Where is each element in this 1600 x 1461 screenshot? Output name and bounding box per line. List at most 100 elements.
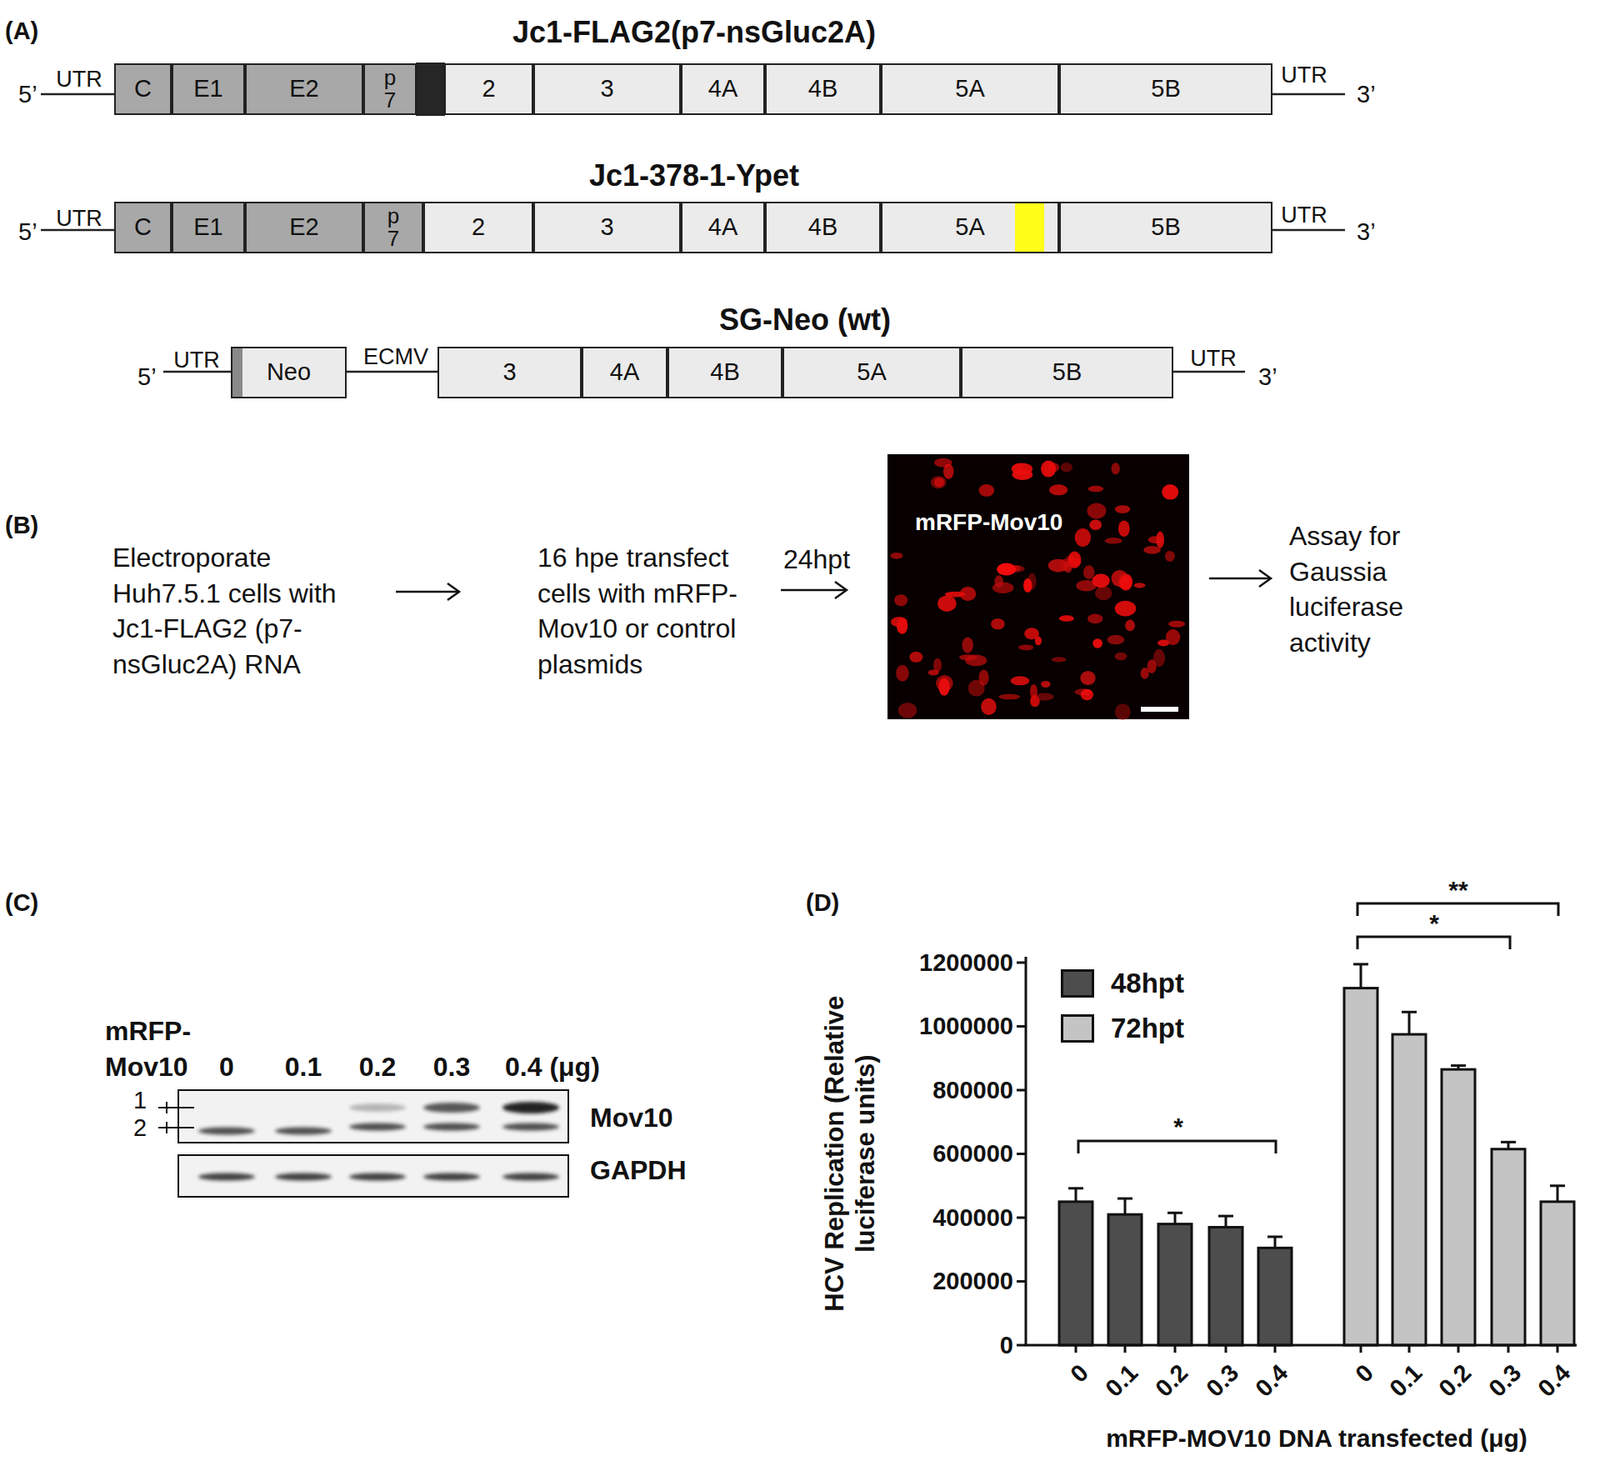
red-cell (1089, 520, 1102, 530)
gene-box: E1 (171, 201, 245, 254)
utr-label: UTR (1280, 201, 1328, 229)
gene-label: 4B (710, 358, 740, 386)
gene-label: 3 (600, 213, 614, 241)
red-cell (1010, 675, 1030, 685)
protein-band (423, 1173, 480, 1181)
axis-tick (1016, 1344, 1026, 1347)
error-bar (1124, 1198, 1127, 1215)
error-bar (1075, 1188, 1078, 1202)
axis-tick (1016, 1216, 1026, 1220)
error-cap (1401, 1010, 1417, 1014)
end-label: 5’ (137, 362, 157, 392)
gene-box: 4B (667, 346, 783, 399)
legend-label: 72hpt (1110, 1011, 1185, 1045)
gene-box: 5B (1059, 63, 1273, 115)
gene-label: 4A (610, 358, 640, 386)
bar (1258, 1247, 1292, 1345)
red-cell (996, 563, 1016, 576)
gene-label: 4B (808, 213, 838, 241)
utr-line (1272, 93, 1345, 96)
axis-tick (1016, 1280, 1026, 1283)
protein-band (502, 1101, 560, 1114)
panel-letter: (C) (5, 888, 39, 918)
red-cell (1048, 462, 1060, 472)
protein-band (275, 1173, 332, 1181)
gene-label: 5A (856, 358, 886, 386)
image-label: mRFP-Mov10 (915, 508, 1063, 537)
error-cap (1267, 1235, 1283, 1238)
red-cell (894, 594, 908, 606)
bar (1059, 1201, 1093, 1345)
flow-arrow (1209, 577, 1270, 580)
red-cell (1091, 573, 1110, 588)
gene-label: 3 (502, 358, 516, 386)
red-cell (1018, 645, 1034, 651)
panel-letter: (A) (5, 16, 39, 46)
red-cell (1111, 462, 1120, 475)
tick-label: 0.4 (1531, 1358, 1576, 1403)
error-bar (1274, 1236, 1277, 1248)
gene-box: 5B (1059, 201, 1273, 254)
error-cap (1117, 1197, 1133, 1200)
gene-label: 5A (955, 213, 985, 241)
gene-box: 4A (680, 201, 765, 254)
blot-strip (178, 1155, 569, 1197)
red-cell (1060, 462, 1073, 472)
tick-label: 0 (1000, 1330, 1014, 1360)
x-axis (1025, 1344, 1577, 1347)
error-bar (1360, 964, 1363, 989)
gene-label: 2 (471, 213, 485, 241)
red-cell (1147, 659, 1157, 674)
utr-line (40, 93, 115, 96)
axis-tick (1016, 1089, 1026, 1092)
blot-strip (178, 1090, 569, 1143)
tick-label: 400000 (932, 1203, 1014, 1233)
red-cell (1148, 535, 1165, 544)
gene-box: p7 (363, 63, 417, 115)
utr-label: UTR (1280, 61, 1328, 89)
flow-arrow (395, 590, 458, 594)
gene-box: p7 (363, 201, 424, 254)
red-cell (1064, 560, 1073, 573)
red-cell (1125, 620, 1135, 632)
legend-label: 48hpt (1110, 966, 1185, 1000)
red-cell (994, 575, 1004, 588)
gene-box: 3 (533, 63, 681, 115)
tick-label: 0 (1349, 1358, 1380, 1389)
gene-label: C (134, 213, 152, 241)
ires-label: ECMV (363, 343, 429, 370)
significance-star: * (1173, 1111, 1184, 1142)
tick-label: 800000 (932, 1075, 1014, 1105)
significance-bracket (1078, 1140, 1276, 1154)
gene-label: 5B (1052, 358, 1082, 386)
red-cell (1095, 585, 1113, 600)
bar (1108, 1214, 1142, 1345)
red-cell (1104, 537, 1122, 545)
time-label: 24hpt (783, 543, 850, 575)
error-cap (1068, 1186, 1084, 1190)
axis-title: HCV Replication (Relative luciferase uni… (819, 994, 881, 1314)
arrow-head (447, 583, 460, 600)
flow-arrow (780, 589, 845, 592)
gene-label: E2 (289, 213, 319, 241)
tick-label: 0.1 (1099, 1358, 1144, 1403)
significance-star: ** (1448, 875, 1468, 905)
lane-label: 0.3 (433, 1050, 470, 1083)
axis-tick (1016, 1025, 1026, 1028)
red-cell (930, 475, 947, 489)
gene-box: 3 (437, 346, 582, 399)
tick-label: 0.2 (1149, 1358, 1194, 1403)
gene-label: 3 (600, 75, 614, 103)
red-cell (938, 678, 950, 696)
arrow-head (835, 581, 847, 599)
gene-box: E1 (171, 63, 245, 115)
red-cell (998, 694, 1020, 700)
protein-band (349, 1173, 406, 1181)
panel-letter: (D) (805, 888, 840, 918)
end-label: 5’ (18, 217, 38, 247)
error-cap (1167, 1211, 1183, 1215)
red-cell (1023, 578, 1032, 593)
lane-label: 0 (219, 1050, 235, 1083)
gene-box: 5A (880, 201, 1060, 254)
gene-label: 4A (708, 213, 738, 241)
